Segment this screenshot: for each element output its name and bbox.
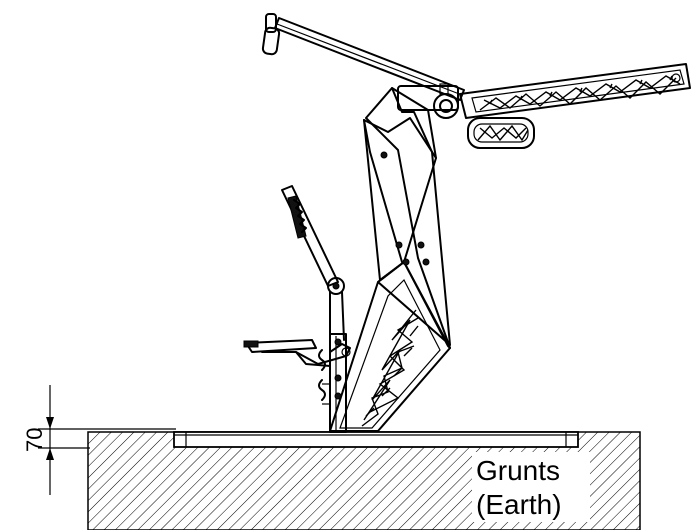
dimension-value: 70 <box>22 428 47 452</box>
seat <box>243 339 351 367</box>
seat-back-arm <box>281 185 345 341</box>
lever-arm <box>261 13 465 101</box>
ground-label-background <box>472 452 590 522</box>
ground-label-line2: (Earth) <box>476 489 562 520</box>
main-column <box>329 87 451 432</box>
ground: Grunts (Earth) <box>87 431 641 530</box>
dimension-70: 70 <box>22 385 176 495</box>
pad-arm <box>459 63 691 119</box>
seat-post <box>318 333 347 433</box>
lower-pad <box>467 117 535 149</box>
base-plate <box>173 431 579 448</box>
ground-label-line1: Grunts <box>476 455 560 486</box>
